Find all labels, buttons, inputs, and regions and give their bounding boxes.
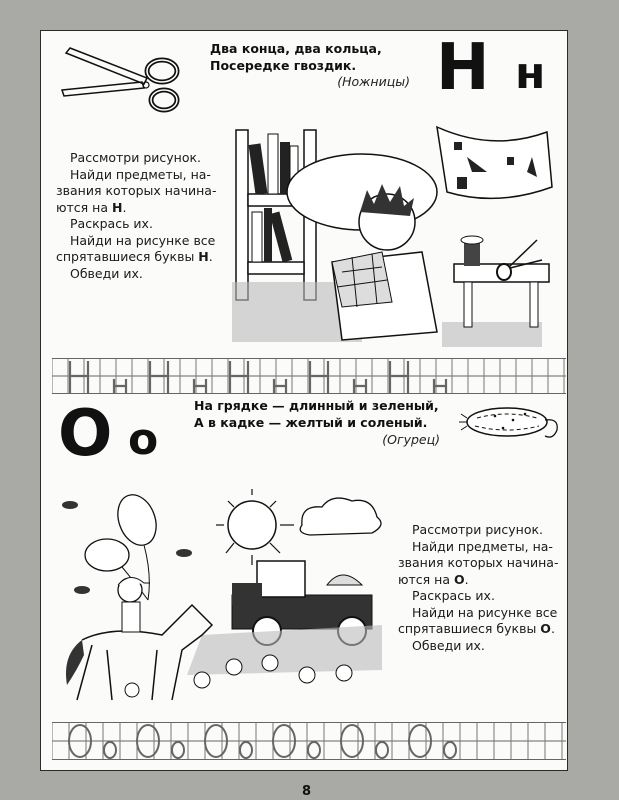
instruction-line: Обведи их. — [70, 265, 143, 281]
riddle-line: Два конца, два кольца, — [210, 41, 382, 56]
cucumber-illustration — [455, 400, 565, 450]
tracing-grid-n — [52, 358, 566, 394]
big-letter-upper-o: О — [58, 397, 113, 471]
boy-sewing-illustration — [232, 112, 557, 347]
tracing-grid-o — [52, 722, 566, 760]
donkey-truck-illustration — [52, 475, 387, 710]
riddle-o: На грядке — длинный и зеленый, А в кадке… — [194, 397, 439, 431]
instruction-line: ются на Н. — [56, 199, 127, 215]
instruction-line: ются на О. — [398, 571, 469, 587]
instruction-line: Раскрась их. — [70, 216, 153, 231]
instruction-line: Найди предметы, на- — [70, 166, 211, 182]
riddle-line: Посередке гвоздик. — [210, 58, 357, 73]
instruction-line: Найди на рисунке все — [70, 232, 216, 248]
instructions-o: Рассмотри рисунок. Найди предметы, на- з… — [398, 522, 568, 654]
instruction-line: Раскрась их. — [412, 588, 495, 603]
big-letter-lower-o: о — [128, 414, 159, 465]
riddle-line: А в кадке — желтый и соленый. — [194, 415, 428, 430]
instruction-line: Обведи их. — [412, 637, 485, 653]
scissors-illustration — [52, 38, 182, 113]
big-letter-upper-n: Н — [436, 31, 490, 105]
riddle-answer-n: (Ножницы) — [337, 74, 410, 89]
page-number: 8 — [302, 784, 312, 799]
instruction-line: Рассмотри рисунок. — [70, 150, 202, 165]
riddle-answer-o: (Огурец) — [382, 432, 440, 447]
riddle-line: На грядке — длинный и зеленый, — [194, 398, 439, 413]
instruction-line: звания которых начина- — [398, 555, 559, 570]
riddle-n: Два конца, два кольца, Посередке гвоздик… — [210, 40, 382, 74]
instruction-line: спрятавшиеся буквы О. — [398, 621, 555, 636]
big-letter-lower-n: н — [515, 48, 546, 99]
instruction-line: спрятавшиеся буквы Н. — [56, 249, 213, 264]
instruction-line: Найди предметы, на- — [412, 538, 553, 554]
instruction-line: Найди на рисунке все — [412, 604, 558, 620]
instructions-n: Рассмотри рисунок. Найди предметы, на- з… — [56, 150, 226, 282]
instruction-line: звания которых начина- — [56, 183, 217, 198]
instruction-line: Рассмотри рисунок. — [412, 522, 544, 537]
